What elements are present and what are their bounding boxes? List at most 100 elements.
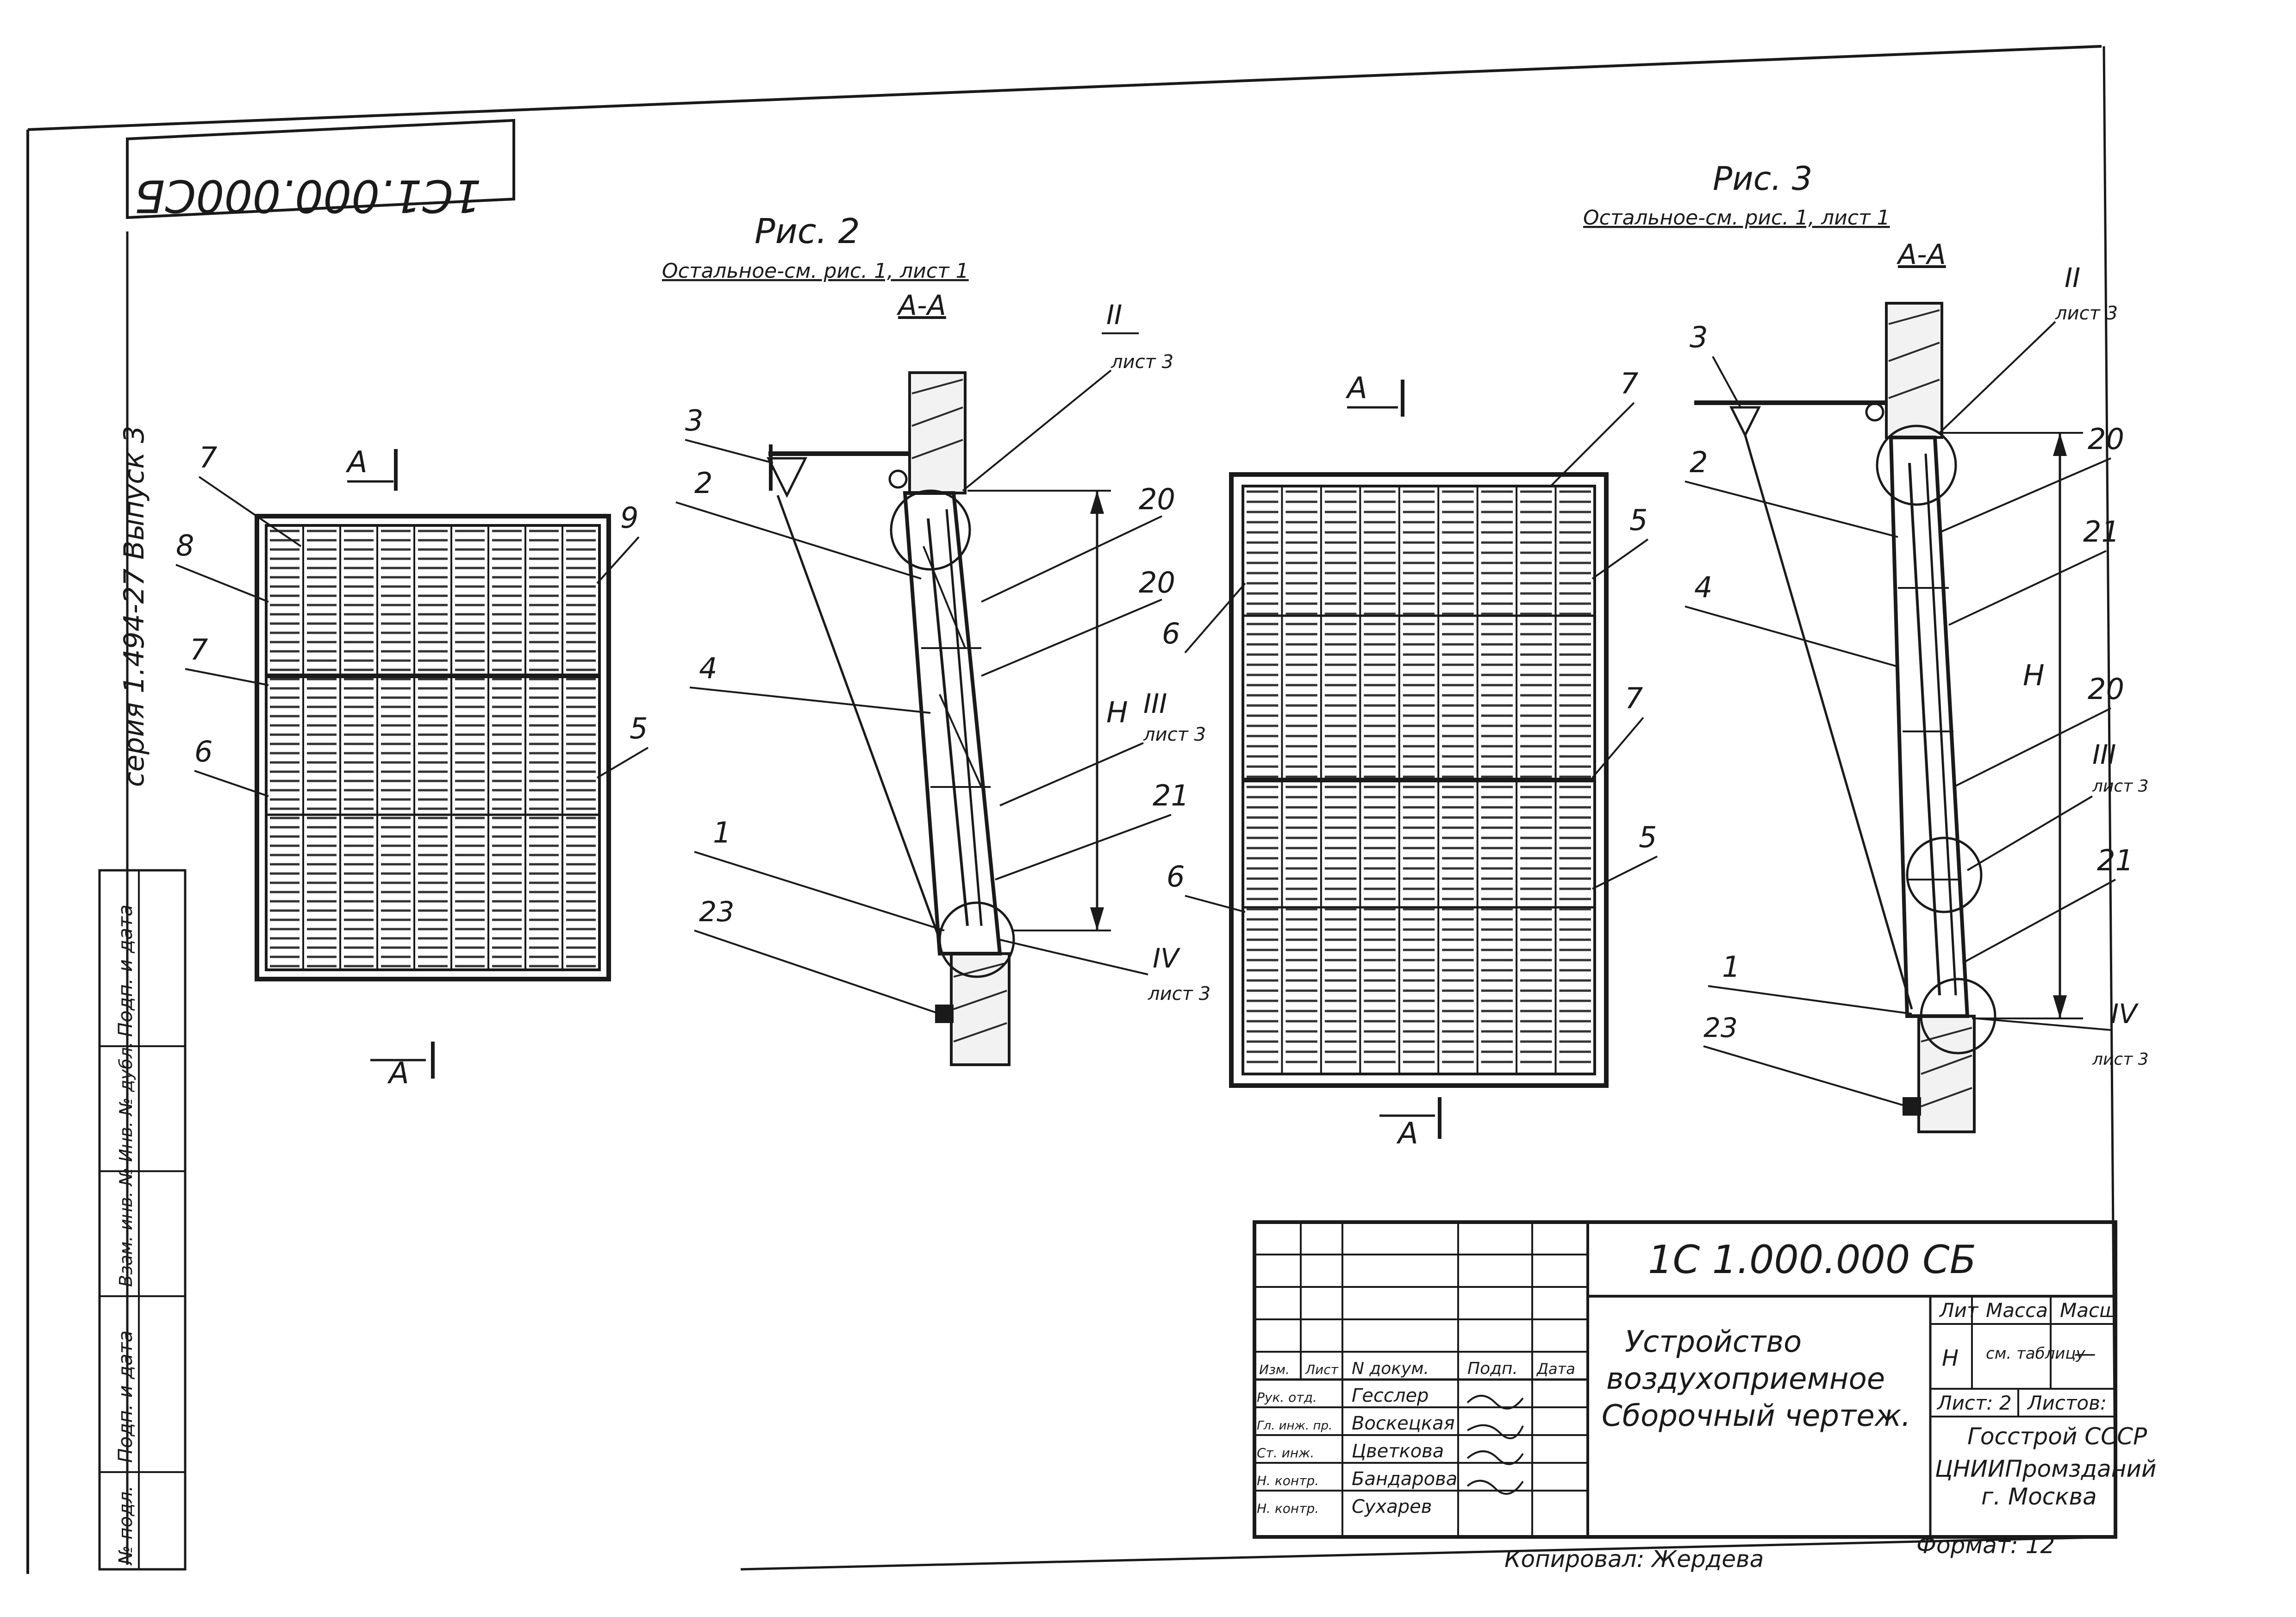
tb-mass-value: см. таблицу (1986, 1344, 2086, 1363)
side-cell-2: Инв. № дубл. (116, 1042, 136, 1162)
fig2-title: Рис. 2 (755, 212, 860, 251)
fig3-label-7b: 7 (1625, 681, 1643, 715)
side-cell-4: Подп. и дата (114, 1330, 137, 1463)
tb-name-3: Сборочный чертеж. (1602, 1399, 1911, 1433)
fig3-label-6a: 6 (1162, 617, 1180, 650)
fig3-label-III: III (2092, 739, 2116, 770)
tb-code: 1С 1.000.000 СБ (1648, 1237, 1976, 1282)
sheet-border (26, 45, 2117, 1574)
tb-name-row-5: Сухарев (1352, 1496, 1432, 1517)
fig2-label-4: 4 (699, 651, 717, 685)
fig3-label-4: 4 (1694, 570, 1712, 604)
fig2-label-1: 1 (713, 816, 731, 849)
tb-scale-header: Масш (2060, 1299, 2117, 1322)
fig2-label-20b: 20 (1139, 566, 1175, 599)
fig3-label-2: 2 (1690, 445, 1708, 479)
fig3-front-labels: 7 5 6 7 5 6 (1162, 367, 1658, 913)
tb-role-1: Рук. отд. (1257, 1390, 1317, 1405)
fig3-label-sheet3-b: лист 3 (2092, 777, 2149, 796)
fig2-label-9: 9 (620, 501, 638, 535)
tb-copied-by: Копировал: Жердева (1504, 1546, 1764, 1573)
fig3-label-20b: 20 (2088, 672, 2124, 706)
tb-role-3: Ст. инж. (1257, 1445, 1314, 1461)
fig2-mark-a-bottom: А (387, 1056, 409, 1091)
tb-name-row-1: Гесслер (1352, 1385, 1429, 1406)
fig3-note: Остальное-см. рис. 1, лист 1 (1583, 206, 1890, 230)
tb-role-5: Н. контр. (1257, 1501, 1319, 1516)
fig3-label-IV: IV (2111, 998, 2139, 1030)
fig3-label-II: II (2065, 262, 2080, 293)
fig2-label-7b: 7 (190, 633, 208, 667)
fig3-label-23: 23 (1703, 1012, 1738, 1043)
top-stamp: 1С1.000.000СБ (126, 119, 515, 222)
tb-org-3: г. Москва (1981, 1483, 2097, 1510)
fig2-mark-a-top: А (345, 445, 368, 480)
fig3-label-21b: 21 (2097, 843, 2134, 877)
tb-scale-value: — (2074, 1341, 2096, 1367)
tb-col-sign: Подп. (1467, 1359, 1518, 1378)
fig3-mark-a-bottom: А (1396, 1117, 1418, 1151)
fig3-section-view (1694, 302, 2083, 1133)
fig3-section-markers: А А (1345, 371, 1441, 1151)
tb-org-1: Госстрой СССР (1967, 1423, 2147, 1450)
fig3-title: Рис. 3 (1713, 160, 1812, 198)
fig2-label-21: 21 (1153, 779, 1189, 812)
fig2-label-H: H (1106, 695, 1128, 729)
tb-col-date: Дата (1536, 1360, 1575, 1378)
fig2-label-IV: IV (1153, 943, 1181, 974)
fig3-mark-a-top: А (1345, 371, 1367, 406)
tb-name-2: воздухоприемное (1606, 1362, 1885, 1396)
fig2-front-view (255, 514, 611, 981)
fig3-label-3: 3 (1690, 320, 1708, 354)
tb-col-list: Лист (1305, 1362, 1339, 1377)
series-label: серия 1.494-27 Выпуск 3 (118, 425, 150, 787)
fig3-heading: Рис. 3 Остальное-см. рис. 1, лист 1 А-А (1583, 160, 1946, 271)
fig2-label-23: 23 (699, 896, 734, 928)
fig2-section-view (766, 371, 1111, 1066)
fig3-front-view (1229, 472, 1609, 1088)
side-cell-5: № подл. (115, 1486, 137, 1566)
fig3-label-5a: 5 (1629, 503, 1647, 537)
fig2-label-2: 2 (694, 466, 712, 500)
fig2-label-II: II (1106, 299, 1122, 331)
fig2-label-sheet3-a: лист 3 (1111, 351, 1173, 373)
fig2-note: Остальное-см. рис. 1, лист 1 (662, 259, 969, 283)
fig2-label-6: 6 (194, 735, 212, 768)
tb-col-doc: N докум. (1352, 1359, 1429, 1378)
fig2-section-labels: 3 2 4 1 23 II лист 3 20 20 III лист 3 21… (675, 299, 1210, 1015)
tb-role-2: Гл. инж. пр. (1257, 1419, 1332, 1433)
side-cell-3: Взам. инв. № (116, 1167, 136, 1287)
tb-name-row-3: Цветкова (1352, 1441, 1444, 1462)
fig2-label-3: 3 (685, 404, 703, 437)
fig3-label-sheet3-a: лист 3 (2055, 303, 2118, 324)
tb-col-izm: Изм. (1259, 1362, 1290, 1377)
fig3-label-sheet3-c: лист 3 (2092, 1050, 2149, 1069)
title-block: 1С 1.000.000 СБ Устройство воздухоприемн… (1253, 1220, 2156, 1573)
side-cell-1: Подп. и дата (114, 905, 137, 1037)
top-stamp-code: 1С1.000.000СБ (134, 170, 481, 222)
fig2-label-20a: 20 (1139, 482, 1175, 516)
fig3-label-5b: 5 (1639, 820, 1657, 854)
tb-lit-header: Лит (1939, 1299, 1979, 1322)
fig3-label-21a: 21 (2083, 515, 2120, 549)
fig2-label-7a: 7 (199, 441, 217, 474)
tb-org-2: ЦНИИПромзданий (1935, 1455, 2156, 1482)
fig2-heading: Рис. 2 Остальное-см. рис. 1, лист 1 А-А (662, 212, 969, 322)
fig2-label-sheet3-b: лист 3 (1143, 724, 1206, 745)
fig2-label-5: 5 (630, 712, 648, 745)
side-stamp: Подп. и дата Инв. № дубл. Взам. инв. № П… (98, 425, 187, 1571)
fig2-section-label: А-А (896, 289, 946, 322)
tb-sheets: Листов: (2027, 1392, 2107, 1414)
tb-name-row-2: Воскецкая (1352, 1413, 1455, 1434)
tb-name-row-4: Бандарова (1352, 1468, 1457, 1490)
tb-name-1: Устройство (1625, 1325, 1802, 1359)
tb-role-4: Н. контр. (1257, 1473, 1319, 1488)
fig2-label-8: 8 (176, 529, 194, 562)
tb-lit-value: Н (1942, 1345, 1959, 1371)
fig3-label-6b: 6 (1167, 860, 1185, 893)
fig3-label-7a: 7 (1620, 367, 1638, 400)
fig3-section-label: А-А (1896, 238, 1946, 271)
fig3-label-H: H (2023, 658, 2045, 692)
fig2-front-labels: 7 8 7 6 9 5 (175, 441, 649, 797)
